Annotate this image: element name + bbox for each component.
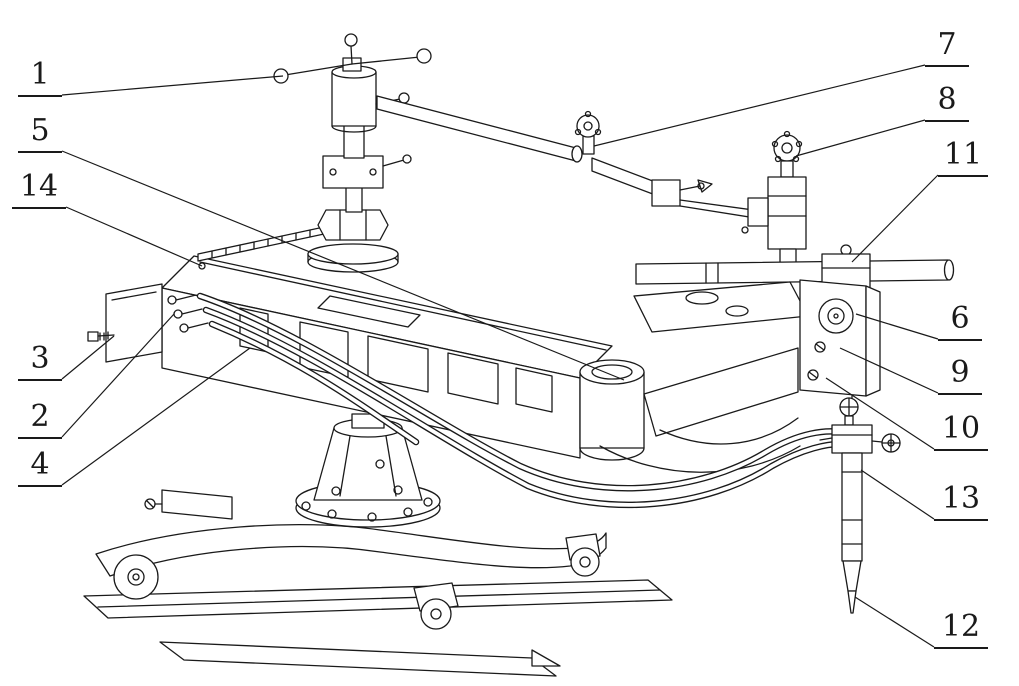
leader-line-7 xyxy=(593,64,926,147)
main-beam xyxy=(161,255,801,473)
cross-rail xyxy=(635,244,955,299)
torch-post xyxy=(741,130,807,268)
leader-line-11 xyxy=(851,174,939,263)
guide-rails xyxy=(83,579,673,677)
callout-label-3: 3 xyxy=(18,342,62,381)
callout-label-5: 5 xyxy=(18,114,62,153)
cutting-torch xyxy=(819,395,901,614)
callout-label-1: 1 xyxy=(18,58,62,97)
callout-label-7: 7 xyxy=(925,28,969,67)
callout-label-9: 9 xyxy=(938,356,982,395)
gas-hoses xyxy=(196,292,844,509)
callout-label-14: 14 xyxy=(12,170,66,209)
leader-line-9 xyxy=(839,347,939,394)
callout-label-2: 2 xyxy=(18,400,62,439)
callout-label-10: 10 xyxy=(934,412,988,451)
leader-line-2 xyxy=(61,313,175,438)
callout-label-13: 13 xyxy=(934,482,988,521)
leader-line-13 xyxy=(860,469,935,520)
leader-line-14 xyxy=(65,206,203,267)
pedestal xyxy=(295,413,441,528)
leader-line-5 xyxy=(61,150,625,381)
leader-line-10 xyxy=(825,377,935,450)
torch-bracket xyxy=(799,279,881,397)
callout-label-6: 6 xyxy=(938,302,982,341)
callout-label-11: 11 xyxy=(938,138,988,177)
leader-line-4 xyxy=(61,347,251,486)
leader-line-6 xyxy=(855,313,939,340)
height-adjust-column xyxy=(307,65,412,273)
leader-line-3 xyxy=(61,335,115,380)
callout-label-12: 12 xyxy=(934,610,988,649)
leader-line-12 xyxy=(854,596,935,648)
leader-line-8 xyxy=(795,119,926,157)
callout-label-8: 8 xyxy=(925,83,969,122)
leader-line-1 xyxy=(61,75,284,96)
base-carriage xyxy=(95,489,607,630)
pantograph-arm xyxy=(376,95,777,225)
callout-label-4: 4 xyxy=(18,448,62,487)
